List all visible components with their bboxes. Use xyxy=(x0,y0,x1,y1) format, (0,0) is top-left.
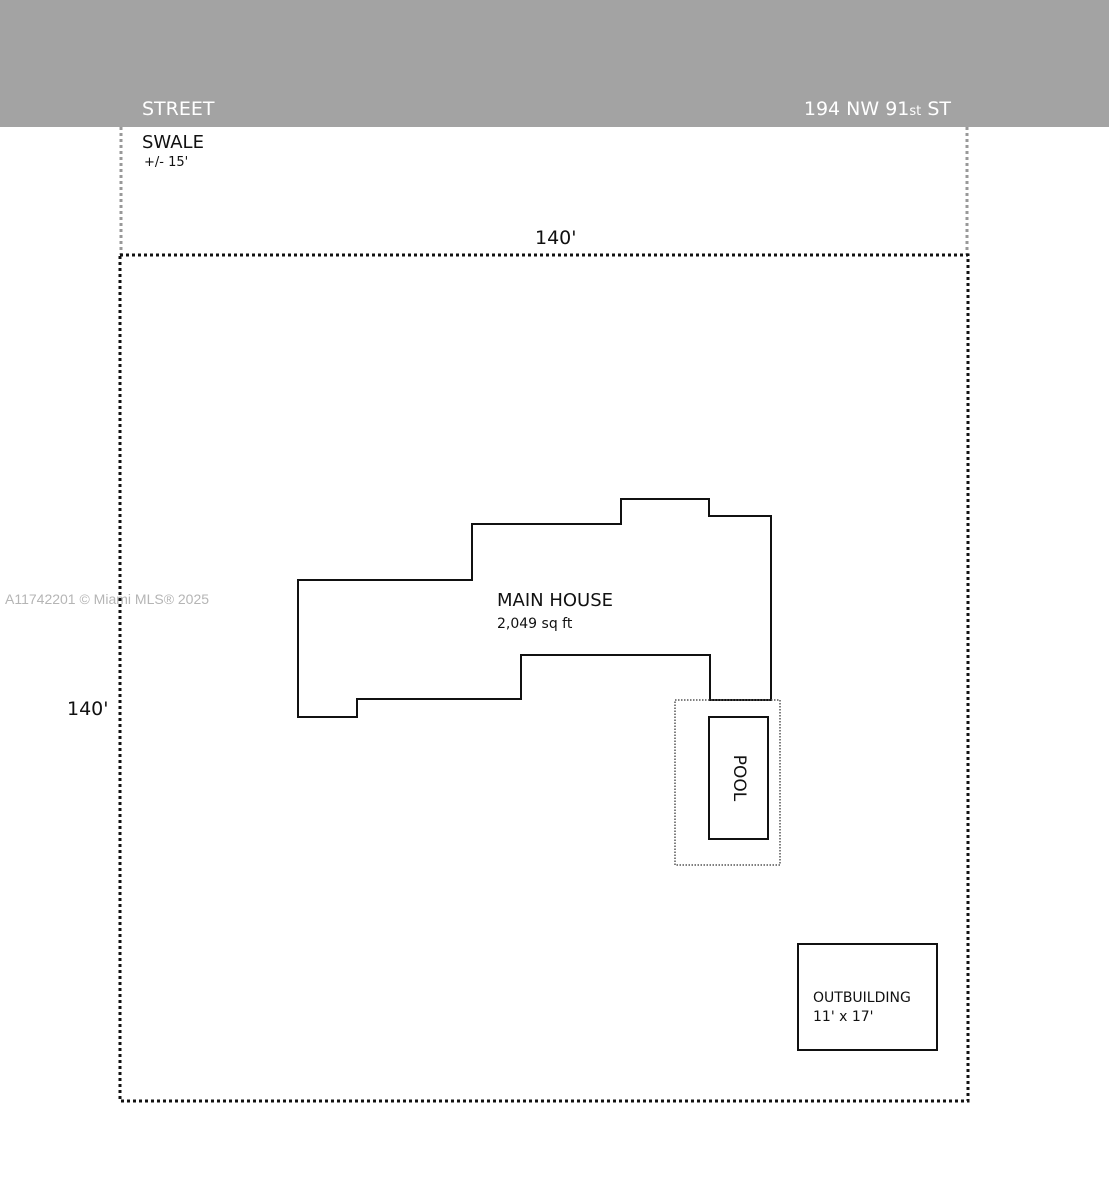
outbuilding-label: OUTBUILDING xyxy=(813,990,911,1006)
address-ordinal: st xyxy=(909,104,922,119)
address-suffix: ST xyxy=(921,98,951,120)
main-house-label: MAIN HOUSE xyxy=(497,590,614,611)
outbuilding-dimension: 11' x 17' xyxy=(813,1009,874,1025)
lot-side-dimension: 140' xyxy=(67,698,109,720)
street-label: STREET xyxy=(142,98,215,120)
watermark: A11742201 © Miami MLS® 2025 xyxy=(5,591,210,607)
outbuilding-outline xyxy=(797,943,938,1051)
swale-dimension: +/- 15' xyxy=(144,155,189,170)
address-label: 194 NW 91st ST xyxy=(804,97,951,124)
pool-deck xyxy=(674,699,781,866)
pool-outline xyxy=(708,716,769,840)
lot-top-dimension: 140' xyxy=(535,227,577,249)
address-prefix: 194 NW 91 xyxy=(803,98,910,120)
lot-boundary xyxy=(118,253,970,1103)
street-band xyxy=(0,0,1109,127)
pool-label: POOL xyxy=(729,754,749,802)
swale-label: SWALE xyxy=(142,132,204,153)
main-house-area: 2,049 sq ft xyxy=(497,616,573,632)
